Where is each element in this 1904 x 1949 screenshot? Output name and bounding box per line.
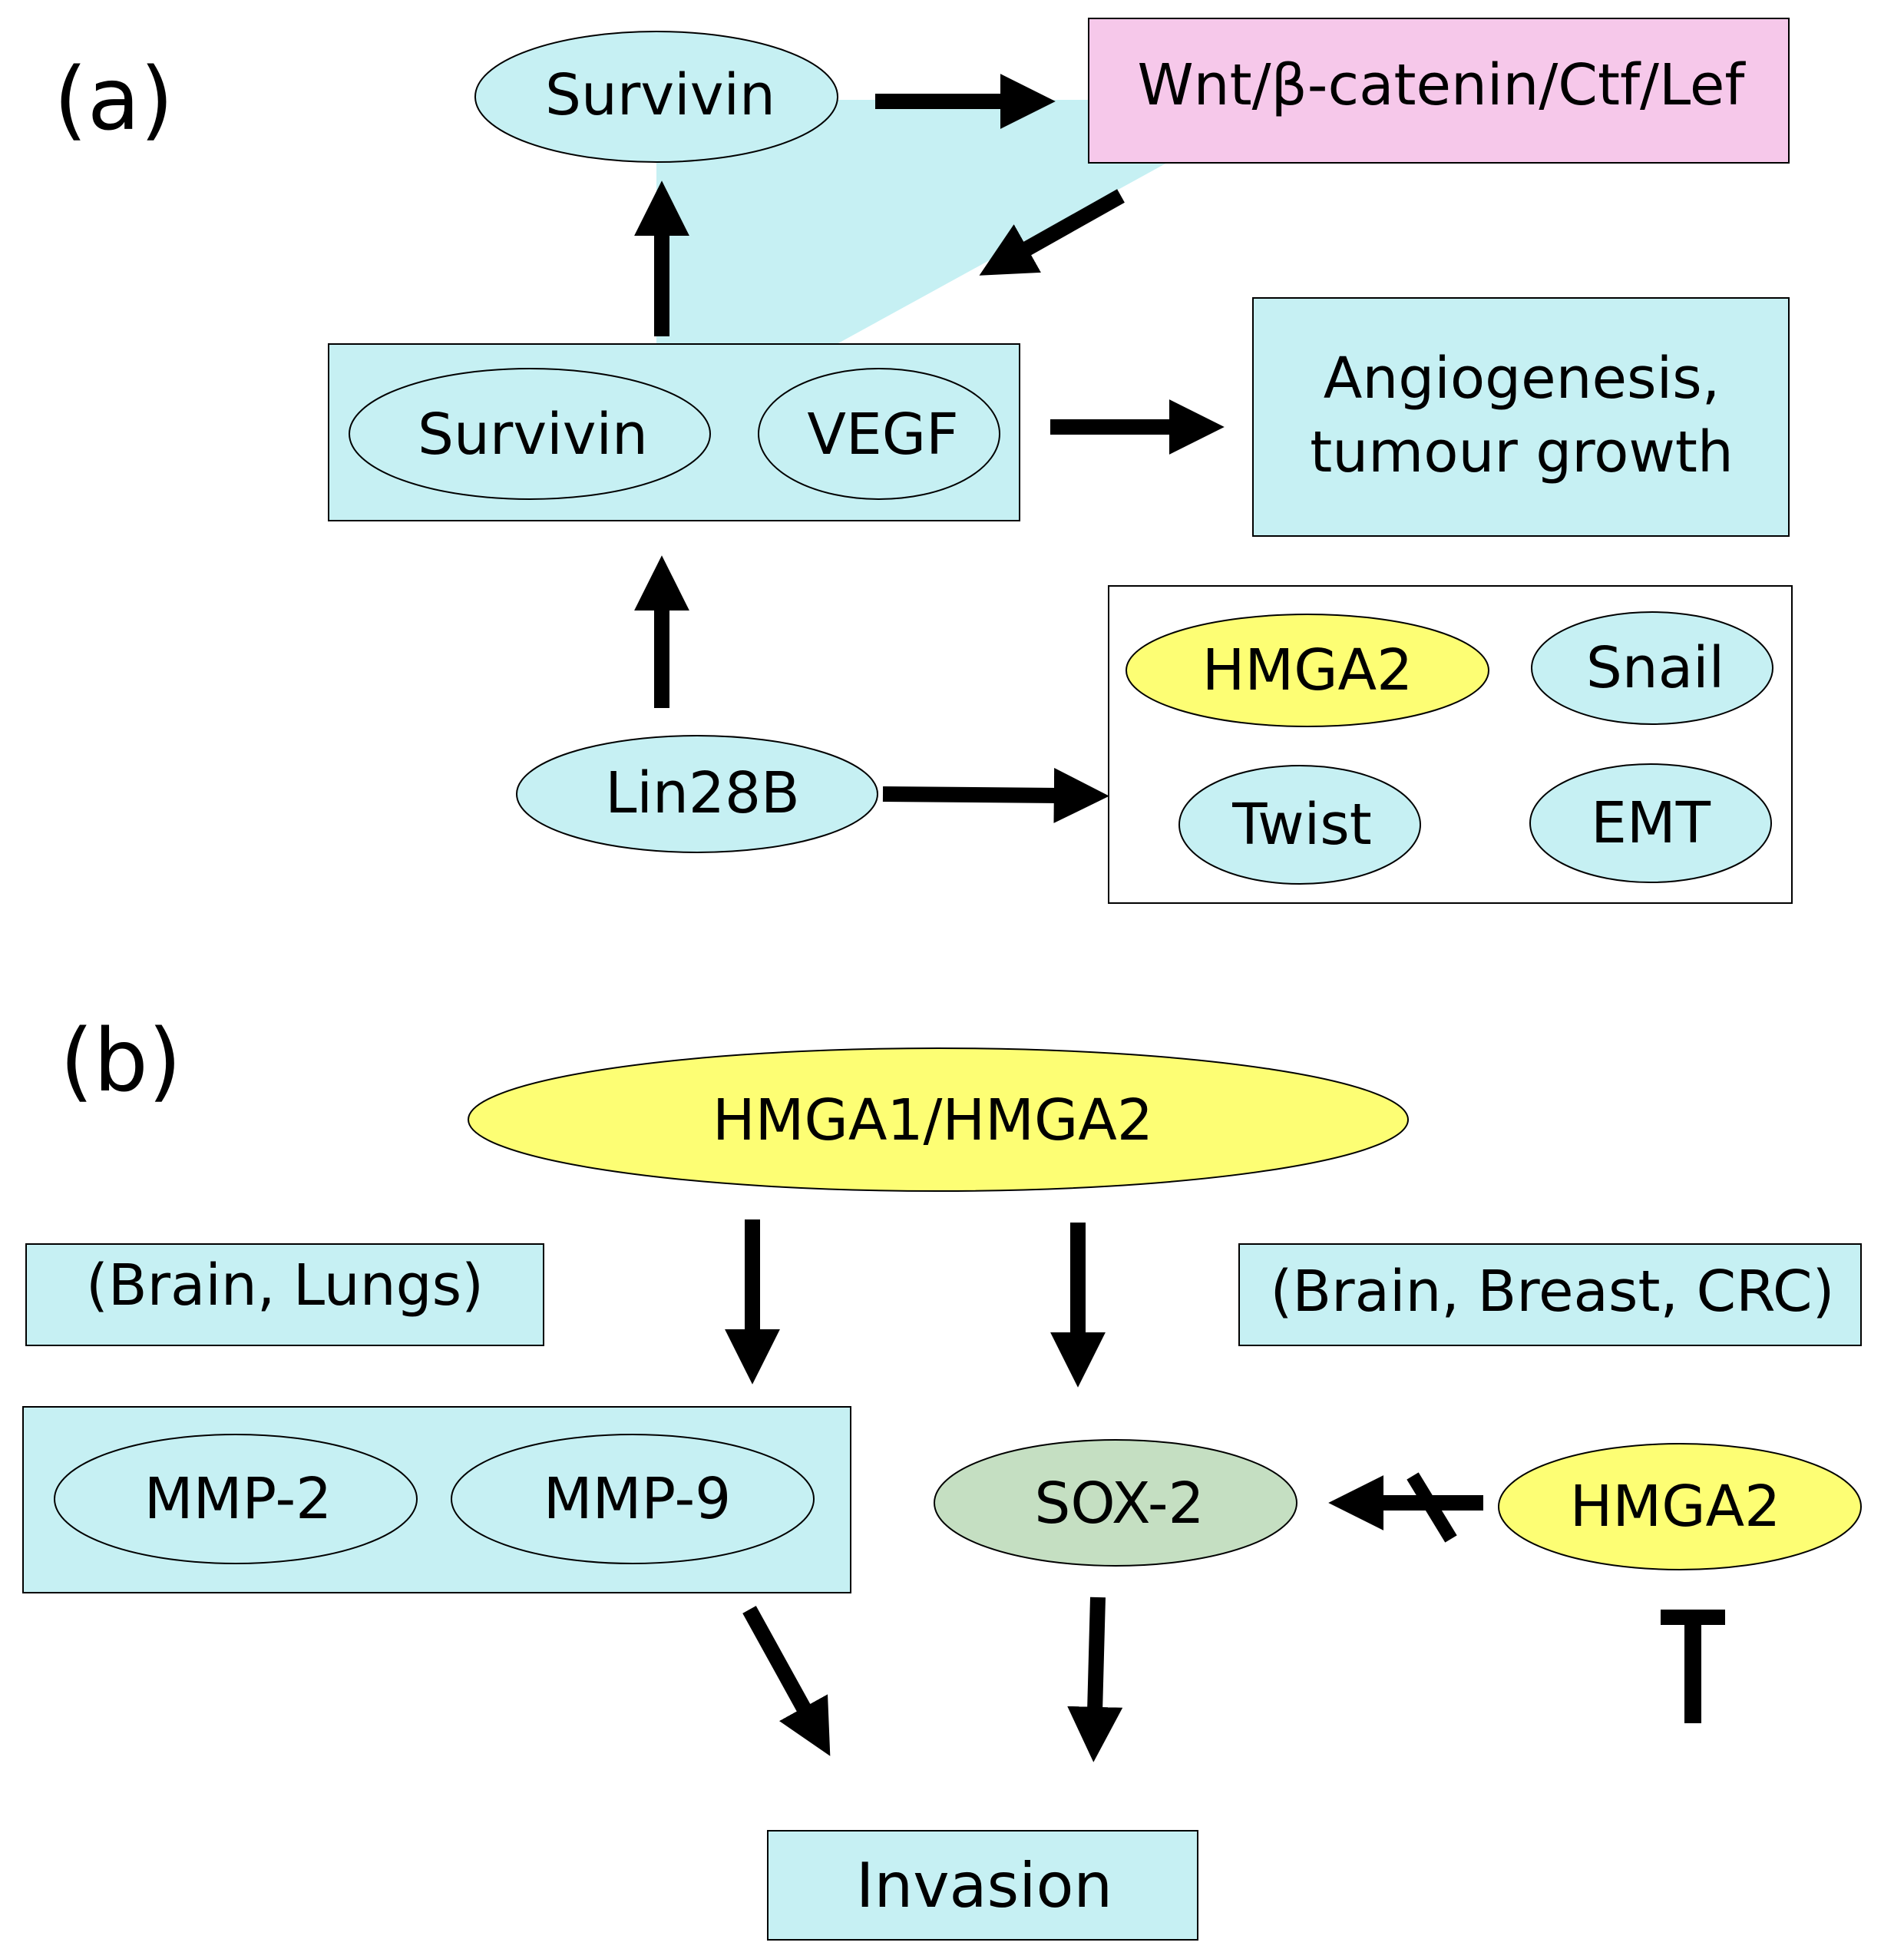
twist-label: Twist [1231, 792, 1372, 858]
lin28b-node: Lin28B [516, 735, 878, 853]
arrow-wnt-to-loop [979, 189, 1125, 276]
emt-label: EMT [1591, 790, 1711, 856]
feedback-loop-shading [656, 100, 1167, 344]
snail-label: Snail [1586, 635, 1724, 701]
hmga2-label-a: HMGA2 [1202, 637, 1413, 703]
twist-node [1178, 765, 1421, 885]
vegf-label: VEGF [807, 402, 958, 468]
panel-b-label: (b) [60, 1011, 181, 1111]
mmp2-node [54, 1434, 418, 1564]
lin28b-label: Lin28B [605, 760, 800, 826]
emt-node [1529, 763, 1772, 883]
angiogenesis-label-line1: Angiogenesis, [1324, 346, 1720, 412]
wnt-node: Wnt/β-catenin/Ctf/Lef [1088, 18, 1790, 164]
survivin-label: Survivin [418, 402, 648, 468]
arrow-lin28b-to-targets [882, 767, 1109, 823]
invasion-node: Invasion [767, 1830, 1198, 1941]
snail-node [1531, 611, 1773, 725]
angiogenesis-node: Angiogenesis, tumour growth [1252, 297, 1790, 537]
brain-breast-crc-label: (Brain, Breast, CRC) [1271, 1259, 1835, 1325]
mmp9-node [451, 1434, 815, 1564]
hmga2-node-a [1126, 614, 1489, 727]
hmga2-label-b: HMGA2 [1570, 1474, 1781, 1540]
survivin-node [349, 368, 711, 500]
mmp2-label: MMP-2 [144, 1466, 332, 1532]
survivin-top-node: Survivin [474, 31, 838, 163]
hmga2-node-b: HMGA2 [1498, 1443, 1862, 1570]
arrow-sox2-to-invasion [1067, 1597, 1123, 1762]
brain-lungs-node: (Brain, Lungs) [25, 1243, 544, 1346]
panel-a-label: (a) [54, 50, 174, 150]
brain-breast-crc-node: (Brain, Breast, CRC) [1238, 1243, 1862, 1346]
sox2-node: SOX-2 [934, 1439, 1297, 1567]
emt-targets-group: HMGA2 Snail Twist EMT [1108, 585, 1793, 904]
wnt-label: Wnt/β-catenin/Ctf/Lef [1138, 52, 1747, 118]
block-slash [1407, 1472, 1457, 1543]
survivin-top-label: Survivin [545, 62, 775, 128]
invasion-label: Invasion [856, 1850, 1112, 1921]
angiogenesis-label-line2: tumour growth [1310, 419, 1734, 485]
inhibition-bar [1661, 1610, 1725, 1723]
brain-lungs-label: (Brain, Lungs) [86, 1252, 484, 1319]
hmga1-hmga2-node: HMGA1/HMGA2 [468, 1047, 1409, 1192]
arrow-mmp-to-invasion [742, 1606, 831, 1756]
hmga1-hmga2-label: HMGA1/HMGA2 [712, 1087, 1153, 1153]
mmp9-label: MMP-9 [544, 1466, 731, 1532]
mmp-group: MMP-2 MMP-9 [22, 1406, 851, 1593]
vegf-node [758, 368, 1000, 500]
survivin-vegf-group: Survivin VEGF [328, 343, 1020, 521]
sox2-label: SOX-2 [1034, 1471, 1204, 1537]
